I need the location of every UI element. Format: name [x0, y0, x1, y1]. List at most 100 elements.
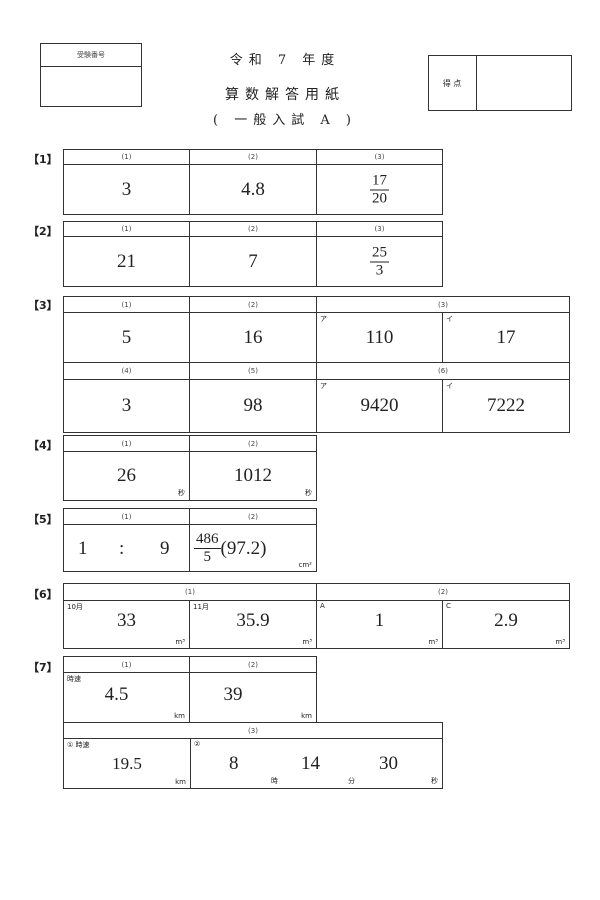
sub-tag: ア — [320, 382, 327, 390]
score-box — [428, 55, 572, 111]
q1-2-head: (2) — [189, 149, 317, 165]
answer-text: 16 — [243, 326, 263, 348]
q3-label: 【3】 — [28, 299, 58, 312]
q2-label: 【2】 — [28, 225, 58, 238]
q5-1-answer: 1 : 9 — [63, 524, 190, 572]
second-value: 30 — [379, 753, 398, 774]
denominator: 3 — [375, 262, 384, 278]
q2-2-head: (2) — [189, 221, 317, 237]
q5-1-head: (1) — [63, 508, 190, 525]
q4-2-answer: 1012 秒 — [189, 451, 317, 501]
q6-c-answer: C 2.9 m³ — [442, 600, 570, 649]
unit-label: 秒 — [305, 489, 312, 497]
q7-1-head: (1) — [63, 656, 190, 673]
unit-label: m³ — [302, 638, 312, 646]
exam-number-field[interactable] — [41, 67, 141, 106]
q3-4-head: (4) — [63, 362, 190, 380]
q3-4-answer: 3 — [63, 379, 190, 433]
numerator: 486 — [194, 531, 221, 549]
q4-2-head: (2) — [189, 435, 317, 452]
q7-2-head: (2) — [189, 656, 317, 673]
q3-2-answer: 16 — [189, 312, 317, 363]
q7-3-head: (3) — [63, 722, 443, 739]
q2-1-answer: 21 — [63, 236, 190, 287]
page-subtitle: ( 一般入試 A ) — [213, 113, 357, 128]
sub-tag: ② — [194, 740, 201, 748]
hour-unit: 時 — [271, 777, 278, 785]
sub-tag: C — [446, 602, 451, 610]
unit-label: cm² — [298, 561, 312, 569]
answer-text: 39 — [223, 684, 243, 706]
answer-text: 2.9 — [494, 609, 518, 631]
q6-1-head: (1) — [63, 583, 317, 601]
ratio-right: 9 — [160, 538, 170, 559]
q3-3b-answer: イ 17 — [442, 312, 570, 363]
answer-text: 19.5 — [112, 753, 142, 773]
q3-1-answer: 5 — [63, 312, 190, 363]
answer-text: 1 — [374, 609, 385, 631]
q4-1-head: (1) — [63, 435, 190, 452]
answer-text: 7 — [248, 250, 258, 272]
sub-tag: イ — [446, 315, 453, 323]
unit-label: m³ — [555, 638, 565, 646]
q5-2-head: (2) — [189, 508, 317, 525]
q4-1-answer: 26 秒 — [63, 451, 190, 501]
numerator: 17 — [370, 172, 389, 190]
q4-label: 【4】 — [28, 439, 58, 452]
exam-number-label: 受験番号 — [40, 43, 142, 67]
q6-2-head: (2) — [316, 583, 570, 601]
answer-text: 21 — [117, 250, 136, 272]
answer-text: 17 — [496, 326, 516, 348]
score-label: 得 点 — [428, 55, 477, 111]
q3-2-head: (2) — [189, 296, 317, 313]
q3-6-head: (6) — [316, 362, 570, 380]
q2-2-answer: 7 — [189, 236, 317, 287]
q3-1-head: (1) — [63, 296, 190, 313]
sub-tag: イ — [446, 382, 453, 390]
sub-tag: 11月 — [193, 603, 209, 611]
minute-value: 14 — [301, 753, 320, 774]
q3-3-head: (3) — [316, 296, 570, 313]
unit-label: km — [174, 712, 185, 720]
q2-1-head: (1) — [63, 221, 190, 237]
answer-text: 26 — [117, 465, 136, 486]
q1-label: 【1】 — [28, 153, 58, 166]
second-unit: 秒 — [431, 777, 438, 785]
sub-tag: A — [320, 602, 325, 610]
numerator: 25 — [370, 244, 389, 262]
answer-text: 4.5 — [104, 684, 129, 706]
decimal-value: (97.2) — [220, 537, 267, 559]
sub-tag: ア — [320, 315, 327, 323]
unit-label: km — [175, 778, 186, 786]
q5-label: 【5】 — [28, 513, 58, 526]
q6-a-answer: A 1 m³ — [316, 600, 443, 649]
unit-label: 秒 — [178, 489, 185, 497]
unit-label: m³ — [428, 638, 438, 646]
hour-value: 8 — [229, 753, 239, 774]
page-title: 算数解答用紙 — [225, 87, 345, 103]
answer-text: 3 — [121, 395, 132, 416]
denominator: 20 — [372, 190, 387, 206]
ratio-colon: : — [119, 538, 125, 559]
denominator: 5 — [203, 549, 212, 565]
q1-2-answer: 4.8 — [189, 164, 317, 215]
era-line: 令和 7 年度 — [229, 53, 341, 68]
q1-1-head: (1) — [63, 149, 190, 165]
answer-text: 5 — [121, 326, 132, 348]
answer-text: 98 — [243, 395, 263, 416]
answer-text: 4.8 — [241, 178, 265, 200]
answer-text: 1012 — [234, 465, 272, 486]
answer-text: 33 — [117, 609, 136, 631]
